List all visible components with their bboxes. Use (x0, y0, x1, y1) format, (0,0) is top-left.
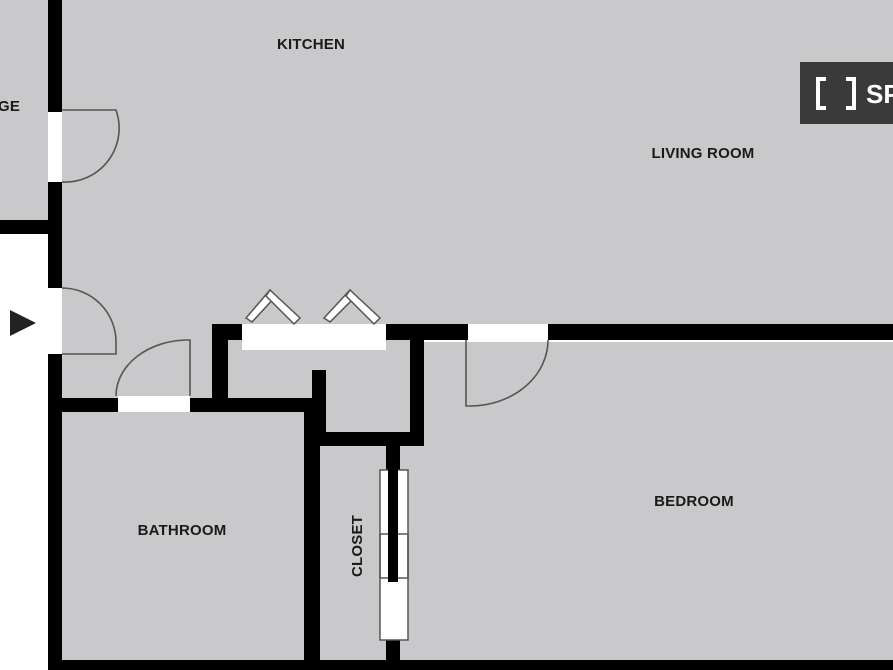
room-label-living-room: LIVING ROOM (651, 145, 754, 162)
left-room-floor (0, 0, 48, 222)
closet-nook-top-right-wall (386, 324, 470, 340)
closet-nook-bottom-wall (312, 432, 424, 446)
bathroom-door-swing (115, 339, 191, 397)
entrance-door-opening (48, 288, 62, 354)
room-label-kitchen: KITCHEN (277, 36, 345, 53)
brand-badge: SP (800, 62, 893, 124)
room-label-bathroom: BATHROOM (138, 522, 227, 539)
brand-badge-background (800, 62, 893, 124)
room-label-bedroom: BEDROOM (654, 493, 734, 510)
living-bedroom-wall (548, 324, 893, 340)
bottom-wall (48, 660, 893, 670)
hall-divider-wall (212, 324, 228, 412)
bifold-right-b (345, 288, 382, 326)
bedroom-floor (424, 342, 893, 662)
kitchen-closet-opening (242, 324, 386, 350)
hall-floor (62, 330, 222, 406)
bathroom-door-opening (118, 396, 190, 412)
left-room-bottom-wall (0, 220, 48, 234)
bifold-left-b (265, 288, 302, 326)
bracket-logo-icon (816, 77, 856, 110)
entrance-door-swing (61, 287, 117, 355)
openings (48, 112, 548, 640)
bedroom-door-swing (465, 339, 549, 407)
room-label-closet: CLOSET (349, 515, 366, 577)
closet-nook-right-wall (410, 324, 424, 446)
closet-stub-wall (312, 370, 326, 446)
room-label-partial: GE (0, 98, 20, 115)
door-swings (61, 109, 549, 407)
main-floor (62, 0, 893, 330)
bedroom-door-opening (468, 324, 548, 340)
closet-floor (320, 446, 388, 662)
left-room-door-opening (48, 112, 62, 182)
bathroom-right-wall (304, 406, 320, 670)
closet-nook-top-left-wall (212, 324, 244, 340)
brand-text: SP (866, 79, 893, 109)
sliding-door-track (388, 446, 398, 582)
left-room-door-swing (61, 109, 120, 183)
bifold-doors (244, 288, 382, 326)
bathroom-floor (62, 412, 304, 662)
entrance-arrow-icon (10, 310, 36, 336)
